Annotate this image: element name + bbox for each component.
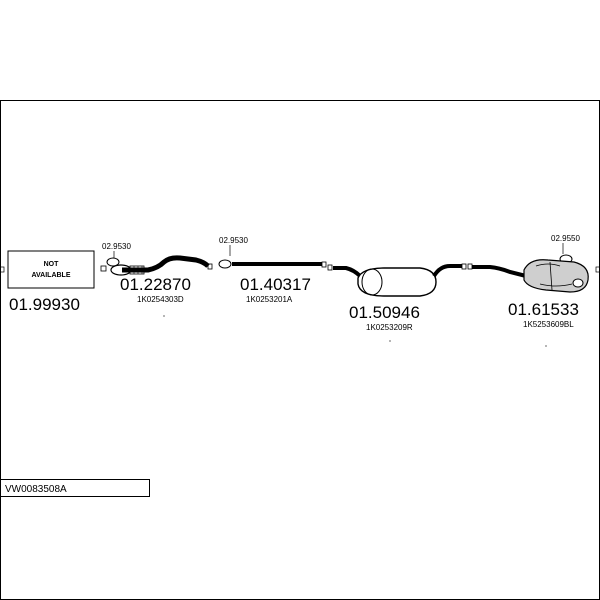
part-01-40317[interactable]: 02.9530 01.40317 1K0253201A xyxy=(218,236,327,304)
gasket-number: 02.9550 xyxy=(551,234,580,243)
dot-mark xyxy=(545,345,547,347)
part-01-50946[interactable]: 01.50946 1K0253209R xyxy=(327,263,467,332)
not-available-label-line1: NOT xyxy=(44,261,60,268)
kit-code: VW0083508A xyxy=(5,484,67,495)
rear-pipe-inlet-inner xyxy=(472,266,527,277)
oe-number: 1K0254303D xyxy=(137,295,184,304)
dot-mark xyxy=(163,315,165,317)
right-edge-marker xyxy=(595,266,600,273)
connector-marker xyxy=(321,261,327,268)
connector-marker xyxy=(100,265,107,272)
oe-number: 1K5253609BL xyxy=(523,320,574,329)
gasket-icon xyxy=(106,257,120,267)
gasket-number: 02.9530 xyxy=(102,242,131,251)
gasket-icon xyxy=(218,259,232,269)
front-pipe-inner xyxy=(122,256,210,272)
rear-muffler-detail xyxy=(535,261,573,291)
kit-code-frame xyxy=(0,479,150,497)
connector-marker xyxy=(327,264,333,271)
part-01-61533[interactable]: 02.9550 01.61533 1K5253609BL xyxy=(467,234,589,329)
tailpipe-icon xyxy=(572,278,584,288)
kit-code-box: VW0083508A xyxy=(0,479,150,497)
connector-marker xyxy=(207,263,213,270)
part-01-22870[interactable]: 02.9530 01.22870 1K0254303D xyxy=(102,242,213,304)
left-edge-marker xyxy=(0,266,5,273)
dot-mark xyxy=(389,340,391,342)
oe-number: 1K0253209R xyxy=(366,323,413,332)
flex-section-icon xyxy=(129,265,145,275)
center-pipe-outlet-inner xyxy=(433,265,462,277)
center-pipe-inlet-inner xyxy=(333,267,361,277)
diagram-border xyxy=(0,100,600,600)
not-available-label-line2: AVAILABLE xyxy=(31,272,70,279)
oe-number: 1K0253201A xyxy=(246,295,293,304)
part-01-99930[interactable]: NOT AVAILABLE 01.99930 xyxy=(7,250,107,314)
connector-marker xyxy=(467,263,473,270)
part-number: 01.99930 xyxy=(9,295,80,314)
gasket-number: 02.9530 xyxy=(219,236,248,245)
part-number: 01.22870 xyxy=(120,275,191,294)
connector-marker xyxy=(461,263,467,270)
not-available-box xyxy=(7,250,95,289)
muffler-end-cap xyxy=(361,268,383,296)
part-number: 01.61533 xyxy=(508,300,579,319)
center-muffler-shape xyxy=(357,267,437,297)
part-number: 01.40317 xyxy=(240,275,311,294)
part-number: 01.50946 xyxy=(349,303,420,322)
